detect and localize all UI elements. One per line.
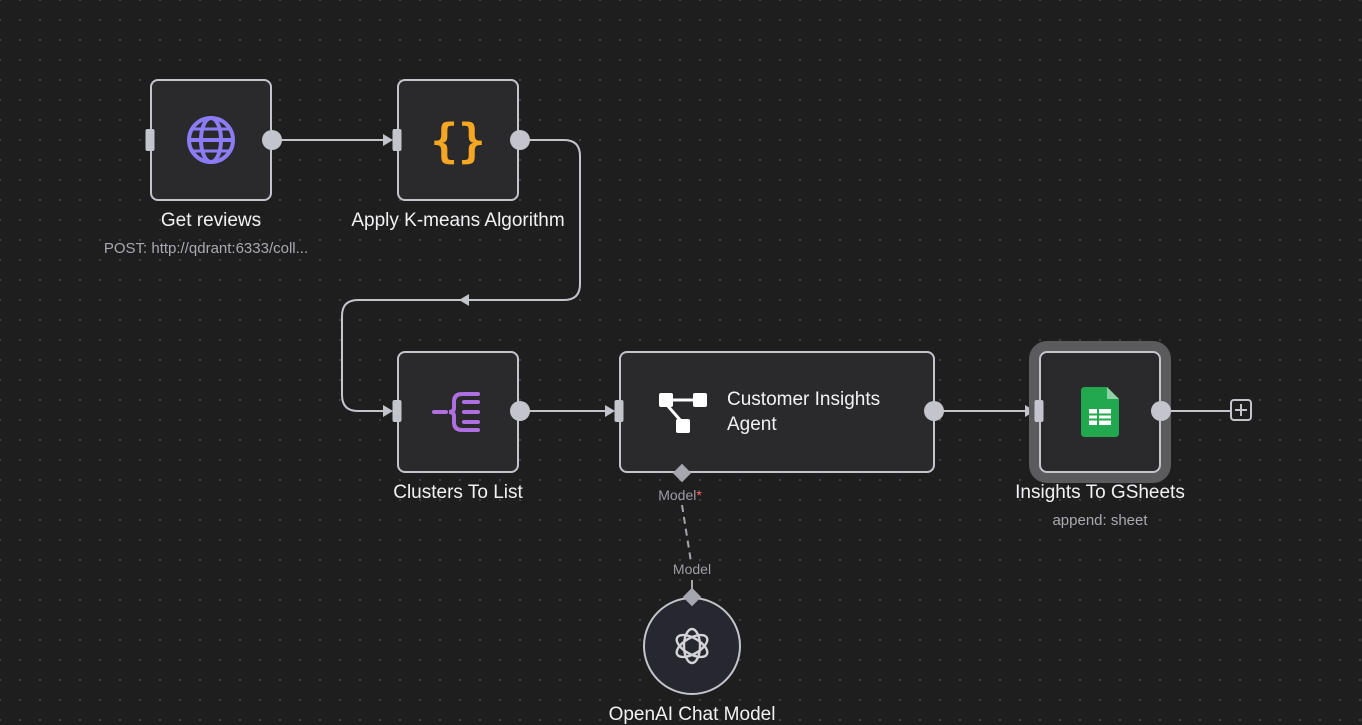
node-title: Get reviews bbox=[160, 210, 262, 231]
node-insights-to-gsheets[interactable] bbox=[1039, 351, 1161, 473]
input-handle[interactable] bbox=[145, 129, 155, 151]
arrow-head bbox=[605, 405, 615, 417]
input-handle[interactable] bbox=[1034, 400, 1044, 422]
output-handle[interactable] bbox=[924, 401, 944, 421]
node-get-reviews[interactable] bbox=[150, 79, 272, 201]
node-title: Insights To GSheets bbox=[1015, 482, 1185, 503]
output-handle[interactable] bbox=[1151, 401, 1171, 421]
arrow-head bbox=[459, 294, 469, 306]
input-handle[interactable] bbox=[392, 129, 402, 151]
model-output-label: Model bbox=[672, 561, 712, 577]
node-customer-insights-agent[interactable]: Customer Insights Agent bbox=[619, 351, 935, 473]
node-title: OpenAI Chat Model bbox=[608, 704, 776, 725]
plus-icon bbox=[1235, 404, 1247, 416]
openai-icon bbox=[671, 625, 713, 667]
input-handle[interactable] bbox=[392, 400, 402, 422]
node-openai-chat-model[interactable] bbox=[643, 597, 741, 695]
arrow-head bbox=[383, 405, 393, 417]
node-subtitle: append: sheet bbox=[1052, 512, 1148, 529]
node-title: Apply K-means Algorithm bbox=[351, 210, 565, 231]
node-clusters-to-list[interactable] bbox=[397, 351, 519, 473]
svg-text:{}: {} bbox=[431, 114, 485, 167]
google-sheets-icon bbox=[1081, 387, 1119, 437]
node-title: Customer Insights Agent bbox=[727, 389, 881, 435]
output-handle[interactable] bbox=[510, 130, 530, 150]
model-port-text: Model bbox=[658, 487, 697, 503]
model-port-label: Model* bbox=[658, 487, 702, 503]
arrow-head bbox=[383, 134, 393, 146]
output-handle[interactable] bbox=[510, 401, 530, 421]
globe-icon bbox=[185, 114, 237, 166]
ai-agent-icon bbox=[657, 391, 709, 440]
add-node-button[interactable] bbox=[1230, 399, 1252, 421]
node-title: Clusters To List bbox=[393, 482, 523, 503]
node-apply-kmeans[interactable]: {} bbox=[397, 79, 519, 201]
split-list-icon bbox=[432, 388, 484, 436]
code-braces-icon: {} bbox=[431, 113, 485, 167]
node-subtitle: POST: http://qdrant:6333/coll... bbox=[103, 240, 309, 257]
required-marker: * bbox=[696, 487, 702, 503]
output-handle[interactable] bbox=[262, 130, 282, 150]
input-handle[interactable] bbox=[614, 400, 624, 422]
arrow-head bbox=[1025, 405, 1035, 417]
connection-model-dashed bbox=[681, 504, 692, 563]
